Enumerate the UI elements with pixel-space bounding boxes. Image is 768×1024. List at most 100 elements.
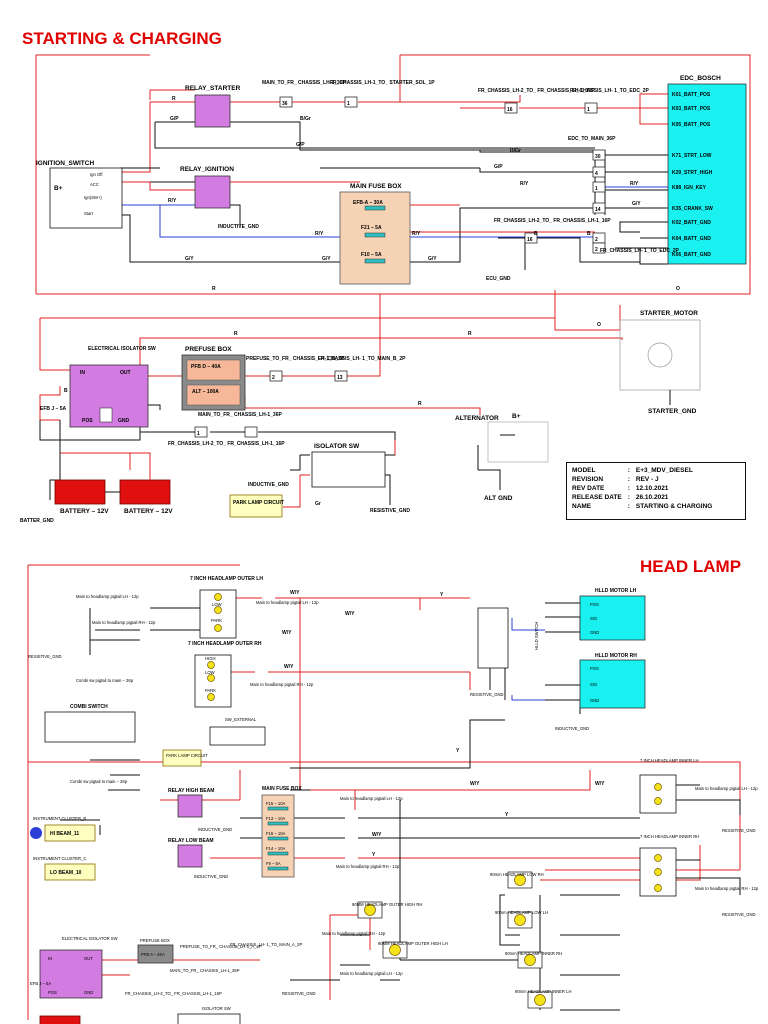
alternator-bplus: B+	[512, 413, 521, 420]
ecu-gnd-label: ECU_GND	[486, 276, 511, 282]
isolator-sw	[311, 451, 386, 488]
alternator-label: ALTERNATOR	[455, 415, 499, 422]
connector	[584, 102, 598, 114]
mh-rh-label-3: Main to headlamp pigtail RH - 12p	[695, 886, 759, 891]
connector-pin: 1	[595, 186, 598, 192]
efb-j-label: EFB J – 5A	[40, 406, 67, 412]
connector-pin: 1	[587, 107, 590, 113]
lamp-bulb-icon	[514, 914, 526, 926]
ecu-label: EDC_BOSCH	[680, 75, 721, 82]
ic-c-lobeam: LO BEAM_10	[50, 870, 82, 876]
wire-ry-4: R/Y	[315, 231, 324, 237]
meta-colon: :	[627, 467, 630, 474]
inductive-gnd-label-2: INDUCTIVE_GND	[248, 482, 289, 488]
hl-fuse-label: F14 – 10A	[266, 846, 286, 851]
lamp-high-1	[214, 593, 222, 601]
lamp-inner-lh-label: 90mm HEADLAMP INNER LH	[515, 989, 571, 994]
connector	[279, 96, 293, 108]
hlld-lh-pos: POS	[590, 602, 599, 607]
meta-colon: :	[627, 503, 630, 510]
mh-rh-label-1: Main to headlamp pigtail RH - 12p	[92, 620, 156, 625]
lamp-park-1	[214, 624, 222, 632]
wire-y-hl-2: Y	[456, 748, 460, 754]
connector-pin: 13	[337, 375, 343, 381]
inductive-gnd-label: INDUCTIVE_GND	[218, 224, 259, 230]
meta-value: 26.10.2021	[635, 494, 669, 501]
ecu-pin: K03_BATT_POS	[672, 106, 711, 112]
meta-key: MODEL	[572, 467, 596, 474]
meta-row: MODEL:E+3_MDV_DIESEL	[569, 466, 715, 475]
meta-colon: :	[627, 485, 630, 492]
ecu-pin: K01_BATT_POS	[672, 92, 711, 98]
lamp-inner-rh-label: 90mm HEADLAMP INNER RH	[505, 951, 562, 956]
hlld-motor-rh	[579, 659, 646, 709]
conn-fr-to-starter-label: FR_CHASSIS_LH-1_TO_ STARTER_SOL_1P	[330, 80, 435, 86]
ic-b-hibeam: HI BEAM_11	[50, 831, 79, 837]
hl-inner-rh-label: 7 INCH HEADLAMP INNER RH	[640, 834, 699, 839]
prefuse-alt: ALT – 100A	[192, 389, 219, 395]
hl-low-lbl-1: LOW	[212, 602, 222, 607]
fr-main-a-label: FR_CHASSIS_LH- 1_TO_MAIN_A_2P	[230, 942, 303, 947]
connector-pin: 2	[272, 375, 275, 381]
iso-in: IN	[80, 370, 85, 376]
hlld-rh-label: HLLD MOTOR RH	[595, 653, 637, 659]
wire-b: B	[64, 388, 68, 394]
wire-gp-3: G/P	[494, 164, 503, 170]
lamp-bulb-icon	[514, 874, 526, 886]
park-lamp-label: PARK LAMP CIRCUIT	[233, 500, 284, 506]
connector	[592, 149, 606, 161]
ign-pos-off: Ign Off	[90, 172, 103, 177]
isolator-label: ELECTRICAL ISOLATOR SW	[88, 346, 156, 352]
hlld-rh-pos: POS	[590, 666, 599, 671]
lamp-bulb-icon	[534, 994, 546, 1006]
relay-low-beam	[177, 844, 203, 868]
hl-high-lbl-2: HIGH	[205, 656, 215, 661]
ecu-pin: K88_IGN_KEY	[672, 185, 707, 191]
hibeam-indicator-icon	[30, 827, 42, 839]
fr2-fr1-hl-label: FR_CHASSIS_LH-2_TO_ FR_CHASSIS_LH-1_16P	[125, 991, 222, 996]
lamp-outer-high-rh-label: 90MM HEADLAMP OUTER HIGH RH	[352, 902, 422, 907]
mh-lh-label-2: Main to headlamp pigtail LH - 12p	[256, 600, 319, 605]
res-gnd-inner-1: RESISTIVE_GND	[722, 828, 756, 833]
prefuse-box-label: PREFUSE BOX	[185, 346, 232, 353]
hlld-lh-label: HLLD MOTOR LH	[595, 588, 637, 594]
conn-fr1-edc-label: FR_CHASSIS_LH- 1_TO_EDC_2P	[570, 88, 649, 94]
wire-r-3: R	[234, 331, 238, 337]
park-lamp-circuit	[229, 494, 283, 518]
wire-ry: R/Y	[520, 181, 529, 187]
mh-lh-label-3: Main to headlamp pigtail LH - 12p	[695, 786, 758, 791]
hl-fuse-label: F15 – 10A	[266, 801, 286, 806]
relay-high-label: RELAY HIGH BEAM	[168, 788, 214, 794]
connector	[344, 96, 358, 108]
wire-gr: Gr	[315, 501, 321, 507]
wire-wy-hl-3: W/Y	[282, 630, 292, 636]
iso-pos: POS	[82, 418, 93, 424]
iso-out: OUT	[120, 370, 131, 376]
battery-1	[54, 479, 106, 505]
mh-rh-label-2: Main to headlamp pigtail RH - 12p	[250, 682, 314, 687]
wire-y-hl-1: Y	[440, 592, 444, 598]
wire-r: R	[172, 96, 176, 102]
res-gnd-90: RESISTIVE_GND	[282, 991, 316, 996]
sw-external-label: SW_EXTERNAL	[225, 717, 257, 722]
iso-hl-in: IN	[48, 956, 52, 961]
main-fuse-box-hl-label: MAIN FUSE BOX	[262, 786, 302, 792]
wire-wy-hl-1: W/Y	[290, 590, 300, 596]
meta-colon: :	[627, 476, 630, 483]
conn-fr2-fr1-label: FR_CHASSIS_LH-2_TO_ FR_CHASSIS_LH-1_16P	[478, 88, 595, 94]
ecu-pin: K35_CRANK_SW	[672, 206, 713, 212]
connector-pin: 2	[595, 237, 598, 243]
isolator-sw-label: ISOLATOR SW	[314, 443, 360, 450]
instrument-cluster-c	[44, 863, 96, 881]
ecu-edc-bosch	[667, 83, 747, 265]
isolator-hl-label: ELECTRICAL ISOLATOR SW	[62, 936, 118, 941]
ecu-pin: K05_BATT_POS	[672, 122, 711, 128]
res-gnd-hlld: RESISTIVE_GND	[470, 692, 504, 697]
wire-y-hl-3: Y	[505, 812, 509, 818]
prefuse-box-hl	[137, 944, 174, 964]
hl-low-lbl-2: LOW	[205, 670, 215, 675]
battery-1-label: BATTERY – 12V	[60, 508, 109, 515]
wire-gy-3: G/Y	[428, 256, 437, 262]
meta-value: STARTING & CHARGING	[635, 503, 713, 510]
